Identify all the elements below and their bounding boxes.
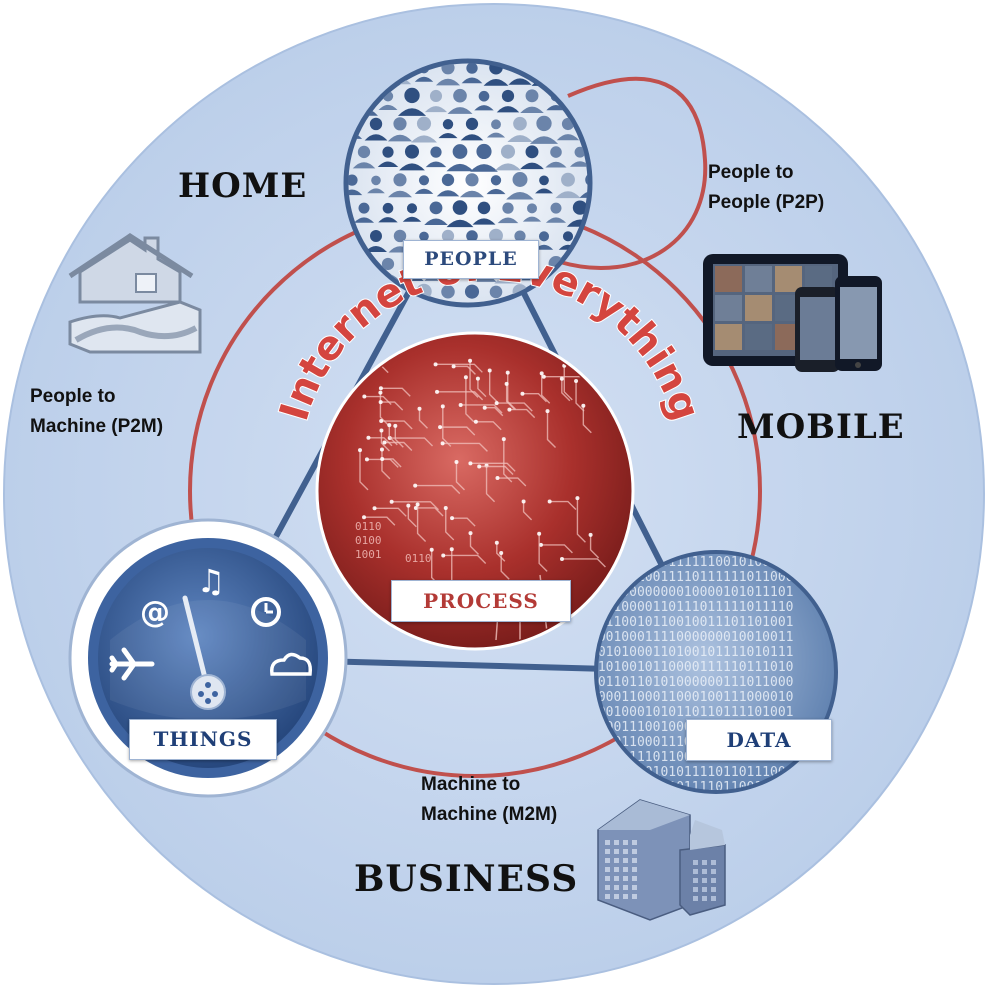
house-icon [68, 233, 202, 354]
m2m-label: Machine to Machine (M2M) [421, 770, 557, 830]
home-label: HOME [178, 166, 308, 206]
binary-line-1: 0110 [355, 520, 382, 533]
p2p-loop [559, 76, 708, 270]
mobile-label: MOBILE [737, 407, 905, 447]
cloud-icon [270, 652, 313, 676]
svg-text:10110000110111011111011110: 10110000110111011111011110 [590, 600, 794, 615]
m2m-label-line1: Machine to [421, 774, 521, 795]
business-label: BUSINESS [354, 858, 579, 900]
building-windows [605, 840, 716, 901]
svg-text:10010001111000000010010011: 10010001111000000010010011 [590, 630, 794, 645]
at-sign-icon: @ [140, 595, 170, 630]
p2m-label: People to Machine (P2M) [30, 382, 163, 442]
p2m-label-line2: Machine (P2M) [30, 416, 164, 437]
process-label: PROCESS [391, 580, 571, 622]
airplane-icon [109, 647, 155, 681]
svg-text:00101000110100101111010111: 00101000110100101111010111 [590, 645, 794, 660]
svg-text:10110110101000000111011000: 10110110101000000111011000 [590, 675, 794, 690]
p2m-label-line1: People to [30, 386, 116, 407]
data-label: DATA [686, 719, 832, 761]
people-label: PEOPLE [403, 240, 539, 279]
office-building-icon [597, 799, 726, 921]
binary-line-4: 0110 [405, 552, 432, 565]
clock-icon [251, 597, 281, 627]
music-note-icon: ♫ [197, 562, 226, 600]
svg-text:01110010110010011101101001: 01110010110010011101101001 [590, 615, 794, 630]
mobile-devices-icon [703, 254, 882, 372]
m2m-label-line2: Machine (M2M) [421, 804, 558, 825]
svg-text:11010010110000111110111010: 11010010110000111110111010 [590, 660, 794, 675]
svg-text:01000111011011110110011110: 01000111011011110110011110 [590, 780, 794, 795]
svg-text:00010001010110110111101001: 00010001010110110111101001 [590, 705, 794, 720]
p2p-label-line2: People (P2P) [708, 192, 825, 213]
p2p-label: People to People (P2P) [708, 158, 824, 218]
svg-text:00000000000010000101011101: 00000000000010000101011101 [590, 585, 794, 600]
film-reel-icon [190, 674, 226, 710]
things-label: THINGS [129, 719, 277, 760]
svg-text:10001100011000100111000010: 10001100011000100111000010 [590, 690, 794, 705]
p2p-label-line1: People to [708, 162, 794, 183]
binary-line-2: 0100 [355, 534, 382, 547]
binary-line-3: 1001 [355, 548, 382, 561]
